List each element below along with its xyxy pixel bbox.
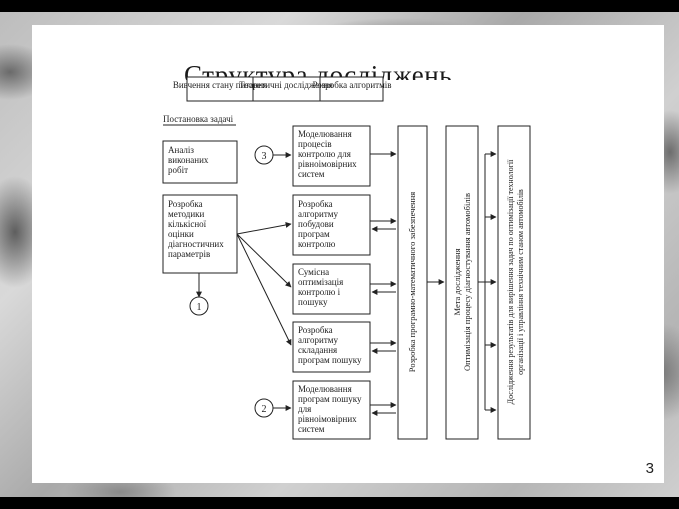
svg-text:програм пошуку: програм пошуку bbox=[298, 394, 362, 404]
svg-text:параметрів: параметрів bbox=[168, 249, 210, 259]
middle-to-vbox-arrows bbox=[370, 151, 397, 416]
vbox-software bbox=[397, 125, 428, 440]
slide: Структура досліджень Вивчення стану пита… bbox=[32, 25, 664, 483]
svg-text:Дослідження результатів для ви: Дослідження результатів для вирішення за… bbox=[506, 159, 515, 404]
circle-1 bbox=[189, 296, 209, 316]
svg-text:виконаних: виконаних bbox=[168, 155, 209, 165]
circle-3-label: 3 bbox=[262, 151, 267, 162]
svg-text:систем: систем bbox=[298, 169, 325, 179]
svg-text:Моделювання: Моделювання bbox=[298, 129, 352, 139]
vbox-software-text: Розробка програмно-математичного забезпе… bbox=[407, 192, 417, 372]
circle-1-label: 1 bbox=[197, 302, 202, 313]
svg-text:кількісної: кількісної bbox=[168, 219, 207, 229]
svg-text:програм: програм bbox=[298, 229, 330, 239]
task-label: Постановка задачі bbox=[163, 114, 234, 124]
vbox-results-text: Дослідження результатів для вирішення за… bbox=[506, 159, 525, 404]
svg-text:Оптимізація процесу діагностув: Оптимізація процесу діагностування автом… bbox=[462, 193, 472, 371]
top-header: Вивчення стану питання Теоретичні дослід… bbox=[173, 76, 392, 102]
svg-text:організації і управління техні: організації і управління технічним стано… bbox=[516, 189, 525, 375]
svg-text:діагностичних: діагностичних bbox=[168, 239, 224, 249]
box-analysis-text: Аналіз виконаних робіт bbox=[168, 145, 209, 175]
circle-2-label: 2 bbox=[262, 404, 267, 415]
svg-text:складання: складання bbox=[298, 345, 337, 355]
box-methodology-text: Розробка методики кількісної оцінки діаг… bbox=[168, 199, 224, 259]
svg-text:робіт: робіт bbox=[168, 165, 188, 175]
box-analysis bbox=[162, 140, 238, 184]
svg-text:для: для bbox=[298, 404, 311, 414]
svg-text:Сумісна: Сумісна bbox=[298, 267, 329, 277]
svg-text:контролю: контролю bbox=[298, 239, 336, 249]
goal-to-results-arrows bbox=[478, 151, 497, 413]
svg-text:алгоритму: алгоритму bbox=[298, 335, 338, 345]
svg-text:Аналіз: Аналіз bbox=[168, 145, 194, 155]
vbox-results bbox=[497, 125, 531, 440]
svg-text:методики: методики bbox=[168, 209, 205, 219]
vbox-goal bbox=[445, 125, 479, 440]
svg-text:Розробка: Розробка bbox=[298, 325, 333, 335]
page-number: 3 bbox=[645, 460, 654, 477]
header-cell: Вивчення стану питання bbox=[173, 80, 267, 90]
research-structure-diagram: Вивчення стану питання Теоретичні дослід… bbox=[162, 76, 531, 440]
slide-title: Структура досліджень bbox=[184, 60, 453, 80]
svg-text:алгоритму: алгоритму bbox=[298, 209, 338, 219]
svg-text:пошуку: пошуку bbox=[298, 297, 328, 307]
svg-text:рівноімовірних: рівноімовірних bbox=[298, 159, 357, 169]
svg-text:контролю і: контролю і bbox=[298, 287, 341, 297]
svg-text:рівноімовірних: рівноімовірних bbox=[298, 414, 357, 424]
svg-text:Мета дослідження: Мета дослідження bbox=[452, 248, 462, 315]
svg-text:Розробка: Розробка bbox=[168, 199, 203, 209]
svg-text:оптимізація: оптимізація bbox=[298, 277, 343, 287]
svg-text:програм пошуку: програм пошуку bbox=[298, 355, 362, 365]
middle-boxes: Моделювання процесів контролю для рівноі… bbox=[292, 125, 371, 440]
svg-text:Розробка: Розробка bbox=[298, 199, 333, 209]
svg-text:процесів: процесів bbox=[298, 139, 332, 149]
methodology-arrows bbox=[236, 222, 292, 346]
svg-text:Моделювання: Моделювання bbox=[298, 384, 352, 394]
svg-text:оцінки: оцінки bbox=[168, 229, 194, 239]
box-methodology bbox=[162, 194, 238, 274]
header-cell: Розробка алгоритмів bbox=[312, 80, 391, 90]
vbox-goal-text: Мета дослідження Оптимізація процесу діа… bbox=[452, 193, 472, 371]
svg-text:систем: систем bbox=[298, 424, 325, 434]
svg-text:контролю для: контролю для bbox=[298, 149, 351, 159]
svg-text:побудови: побудови bbox=[298, 219, 334, 229]
header-cell: Теоретичні дослідження bbox=[239, 80, 333, 90]
